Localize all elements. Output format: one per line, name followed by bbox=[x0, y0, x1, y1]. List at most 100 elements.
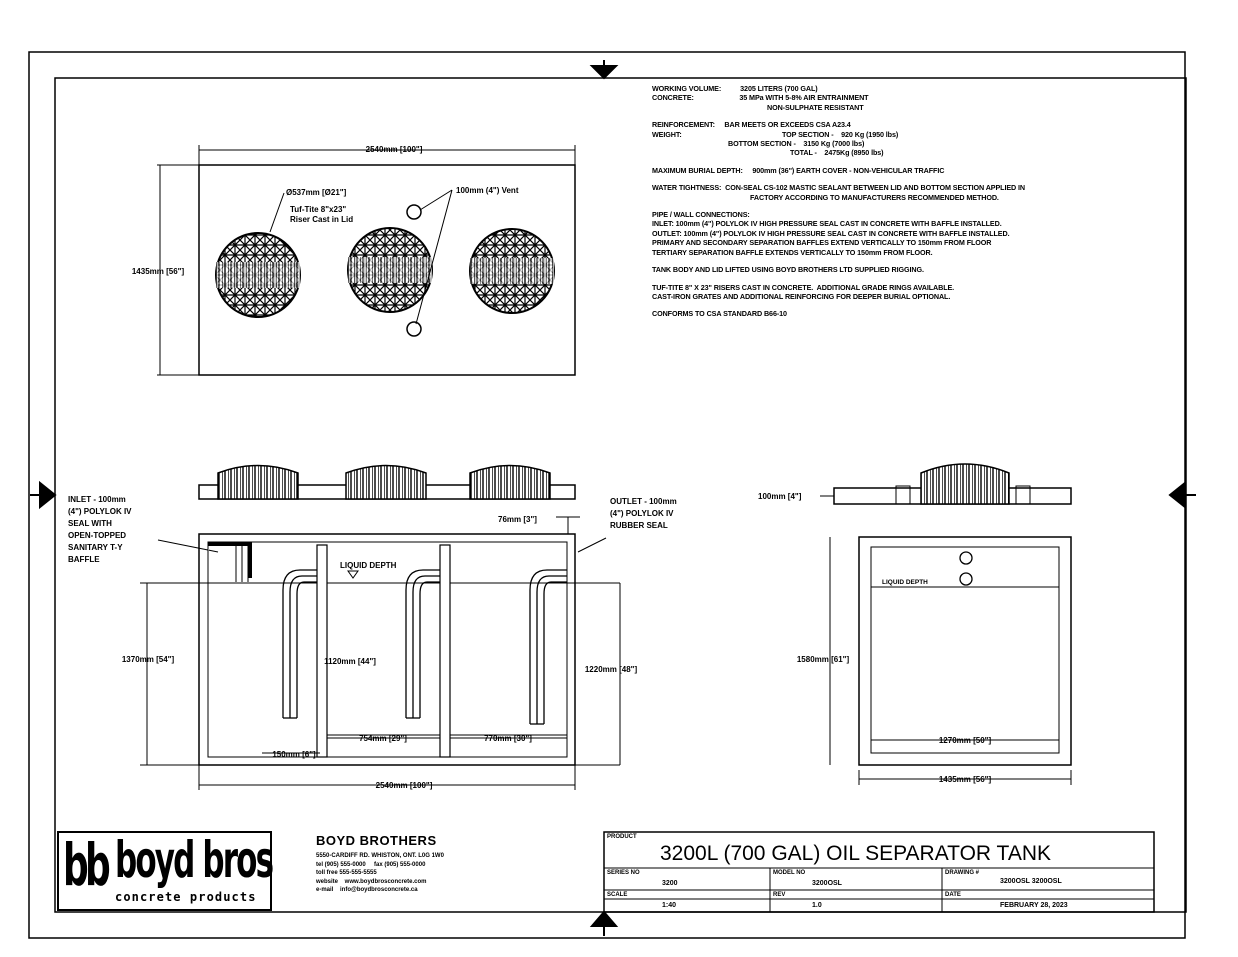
riser-callout-3: Riser Cast in Lid bbox=[290, 215, 353, 224]
svg-text:OPEN-TOPPED: OPEN-TOPPED bbox=[68, 531, 126, 540]
company-info: BOYD BROTHERS 5550-CARDIFF RD. WHISTON, … bbox=[316, 833, 444, 895]
company-website: website www.boydbrosconcrete.com bbox=[316, 878, 427, 885]
section-riser-2 bbox=[345, 464, 427, 500]
top-dim: 76mm [3"] bbox=[498, 515, 537, 524]
note-weight-bottom: BOTTOM SECTION - 3150 Kg (7000 lbs) bbox=[728, 139, 865, 149]
end-riser bbox=[920, 463, 1010, 505]
outlet-note: OUTLET - 100mm (4") POLYLOK IV RUBBER SE… bbox=[610, 497, 677, 530]
company-name: BOYD BROTHERS bbox=[316, 833, 437, 848]
svg-text:SEAL WITH: SEAL WITH bbox=[68, 519, 112, 528]
series-label: SERIES NO bbox=[607, 870, 640, 876]
note-pipe-3: PRIMARY AND SECONDARY SEPARATION BAFFLES… bbox=[652, 238, 992, 248]
end-height-dim: 1580mm [61"] bbox=[797, 655, 850, 664]
bottom-gap-dim: 150mm [6"] bbox=[272, 750, 316, 759]
note-reinforcement: BAR MEETS OR EXCEEDS CSA A23.4 bbox=[724, 120, 851, 130]
rev-value: 1.0 bbox=[812, 902, 822, 909]
logo-subtitle: concrete products bbox=[115, 890, 257, 904]
note-burial-label: MAXIMUM BURIAL DEPTH: bbox=[652, 165, 743, 175]
note-working-volume: 3205 LITERS (700 GAL) bbox=[740, 84, 818, 93]
company-tollfree: toll free 555-555-5555 bbox=[316, 870, 377, 876]
inlet-note: INLET - 100mm (4") POLYLOK IV SEAL WITH … bbox=[68, 495, 132, 564]
plan-outline bbox=[198, 164, 576, 376]
company-address: 5550-CARDIFF RD. WHISTON, ONT. L0G 1W0 bbox=[316, 853, 444, 859]
note-pipe-heading: PIPE / WALL CONNECTIONS: bbox=[652, 210, 750, 220]
section-riser-3 bbox=[469, 464, 551, 500]
logo-wordmark: boyd bros bbox=[115, 831, 274, 889]
bottom-center-arrow bbox=[589, 910, 619, 936]
svg-text:INLET - 100mm: INLET - 100mm bbox=[68, 495, 126, 504]
note-water-1: CON-SEAL CS-102 MASTIC SEALANT BETWEEN L… bbox=[725, 183, 1026, 193]
end-view: 100mm [4"] LIQUID DEPTH 1580mm [61"] 127… bbox=[758, 463, 1072, 785]
baffle-pipe-3 bbox=[529, 569, 567, 725]
note-working-volume-label: WORKING VOLUME: bbox=[652, 84, 722, 93]
logo-bb: bb bbox=[63, 831, 111, 899]
overall-length-dim: 2540mm [100"] bbox=[376, 781, 433, 790]
plan-height-dim: 1435mm [56"] bbox=[132, 267, 185, 276]
note-water-2: FACTORY ACCORDING TO MANUFACTURERS RECOM… bbox=[750, 192, 999, 202]
right-center-arrow bbox=[1168, 480, 1196, 510]
baffle-pipe-1 bbox=[282, 569, 317, 719]
tank-outer-wall bbox=[198, 533, 576, 766]
title-block-frame bbox=[603, 831, 1155, 913]
note-pipe-4: TERTIARY SEPARATION BAFFLE EXTENDS VERTI… bbox=[652, 247, 933, 257]
left-center-arrow bbox=[30, 480, 57, 510]
section-view: LIQUID DEPTH 1370mm [54"] 1120mm [44"] 1… bbox=[68, 464, 677, 790]
model-value: 3200OSL bbox=[812, 880, 842, 887]
top-center-arrow bbox=[589, 60, 619, 80]
section-liquid-depth: LIQUID DEPTH bbox=[340, 561, 397, 570]
section-riser-1 bbox=[217, 464, 299, 500]
scale-label: SCALE bbox=[607, 892, 628, 898]
date-label: DATE bbox=[945, 892, 961, 898]
rev-label: REV bbox=[773, 892, 786, 898]
note-water-label: WATER TIGHTNESS: bbox=[652, 183, 722, 193]
product-title: 3200L (700 GAL) OIL SEPARATOR TANK bbox=[660, 842, 1052, 865]
svg-text:BAFFLE: BAFFLE bbox=[68, 555, 100, 564]
note-weight-label: WEIGHT: bbox=[652, 129, 682, 139]
vent-circle-1 bbox=[406, 204, 422, 220]
chamber-2-dim: 754mm [29"] bbox=[359, 734, 407, 743]
scale-value: 1:40 bbox=[662, 902, 677, 909]
baffle-wall-2 bbox=[439, 544, 451, 758]
plan-width-dim: 2540mm [100"] bbox=[366, 145, 423, 154]
riser-2 bbox=[347, 227, 433, 313]
company-logo: bb boyd bros concrete products bbox=[57, 831, 274, 911]
model-label: MODEL NO bbox=[773, 870, 806, 876]
riser-callout-2: Tuf-Tite 8"x23" bbox=[290, 205, 346, 214]
svg-text:(4") POLYLOK IV: (4") POLYLOK IV bbox=[610, 509, 674, 518]
note-weight-total: TOTAL - 2475Kg (8950 lbs) bbox=[790, 148, 884, 158]
note-riser-1: TUF-TITE 8" X 23" RISERS CAST IN CONCRET… bbox=[652, 282, 955, 292]
riser-3 bbox=[469, 228, 555, 314]
note-pipe-1: INLET: 100mm (4") POLYLOK IV HIGH PRESSU… bbox=[652, 219, 1002, 229]
end-liquid-depth: LIQUID DEPTH bbox=[882, 579, 928, 586]
note-lift: TANK BODY AND LID LIFTED USING BOYD BROT… bbox=[652, 265, 924, 275]
svg-text:SANITARY T-Y: SANITARY T-Y bbox=[68, 543, 123, 552]
riser-1 bbox=[215, 232, 301, 318]
plan-view: 2540mm [100"] 1435mm [56"] Ø537mm [Ø21"]… bbox=[132, 145, 576, 376]
svg-text:RUBBER SEAL: RUBBER SEAL bbox=[610, 521, 668, 530]
note-conforms: CONFORMS TO CSA STANDARD B66-10 bbox=[652, 309, 787, 319]
note-burial: 900mm (36") EARTH COVER - NON-VEHICULAR … bbox=[752, 165, 945, 175]
baffle-wall-1 bbox=[316, 544, 328, 758]
riser-callout-1: Ø537mm [Ø21"] bbox=[286, 188, 347, 197]
end-inner-width-dim: 1270mm [50"] bbox=[939, 736, 992, 745]
baffle-pipe-2 bbox=[405, 569, 440, 719]
note-riser-2: CAST-IRON GRATES AND ADDITIONAL REINFORC… bbox=[652, 291, 951, 301]
end-pipe-dim: 100mm [4"] bbox=[758, 492, 802, 501]
mid-height-dim: 1120mm [44"] bbox=[324, 657, 376, 666]
svg-text:(4") POLYLOK IV: (4") POLYLOK IV bbox=[68, 507, 132, 516]
spec-notes: WORKING VOLUME: 3205 LITERS (700 GAL) CO… bbox=[652, 84, 1152, 319]
svg-text:OUTLET - 100mm: OUTLET - 100mm bbox=[610, 497, 677, 506]
note-weight-top: TOP SECTION - 920 Kg (1950 lbs) bbox=[782, 129, 899, 139]
chamber-3-dim: 770mm [30"] bbox=[484, 734, 532, 743]
company-phone: tel (905) 555-0000 fax (905) 555-0000 bbox=[316, 861, 426, 868]
product-label: PRODUCT bbox=[607, 834, 637, 840]
note-pipe-2: OUTLET: 100mm (4") POLYLOK IV HIGH PRESS… bbox=[652, 228, 1010, 238]
note-concrete-1: 35 MPa WITH 5-8% AIR ENTRAINMENT bbox=[739, 93, 869, 103]
series-value: 3200 bbox=[662, 880, 678, 887]
note-concrete-label: CONCRETE: bbox=[652, 93, 694, 103]
vent-callout: 100mm (4") Vent bbox=[456, 186, 519, 195]
right-height-dim: 1220mm [48"] bbox=[585, 665, 638, 674]
end-outer-wall bbox=[858, 536, 1072, 766]
company-email: e-mail info@boydbrosconcrete.ca bbox=[316, 887, 418, 893]
